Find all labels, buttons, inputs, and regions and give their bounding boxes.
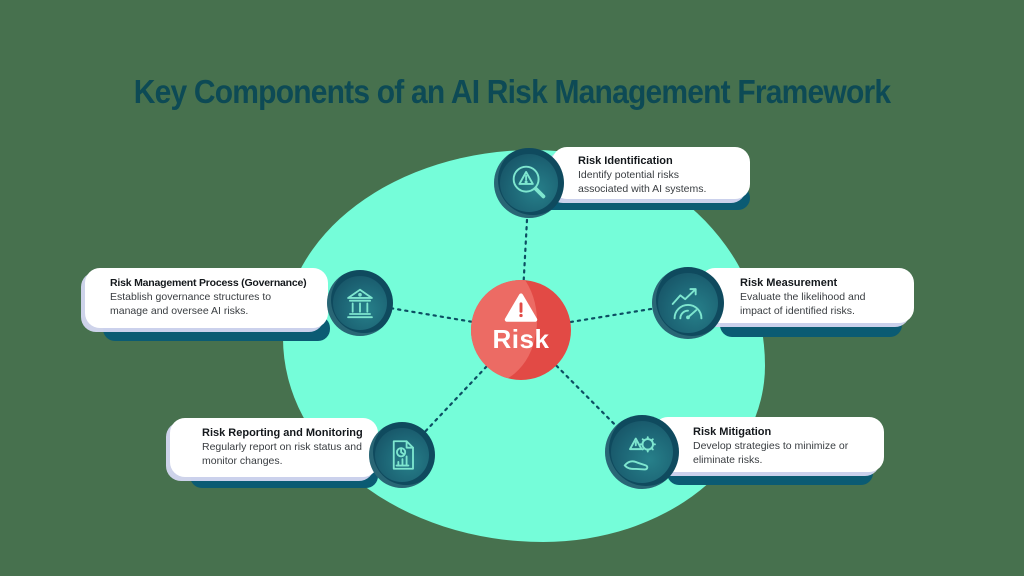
risk-identification-node (494, 148, 564, 218)
card-title: Risk Measurement (740, 277, 838, 289)
central-risk-node: Risk (471, 280, 571, 380)
risk-reporting-node (369, 422, 435, 488)
card-title: Risk Mitigation (693, 426, 772, 438)
gauge-arrow-icon (671, 288, 703, 320)
node-inner-disc (375, 428, 429, 482)
card-risk-identification: Risk Identification Identify potential r… (552, 147, 750, 199)
hand-warning-gear-icon (623, 436, 656, 471)
magnifier-warning-icon (512, 165, 546, 199)
bank-building-icon (347, 288, 373, 319)
node-inner-disc (658, 273, 718, 333)
risk-measurement-node (652, 267, 724, 339)
card-description: Evaluate the likelihood and impact of id… (740, 291, 866, 317)
report-document-icon (392, 440, 414, 470)
warning-triangle-icon (504, 293, 538, 322)
risk-mitigation-node (605, 415, 679, 489)
card-risk-measurement: Risk Measurement Evaluate the likelihood… (700, 268, 914, 323)
card-risk-governance: Risk Management Process (Governance) Est… (85, 268, 328, 328)
card-risk-mitigation: Risk Mitigation Develop strategies to mi… (653, 417, 884, 472)
card-description: Establish governance structures to manag… (110, 291, 272, 317)
node-inner-disc (333, 276, 387, 330)
node-inner-disc (611, 421, 673, 483)
card-description: Regularly report on risk status and moni… (202, 441, 362, 467)
card-title: Risk Management Process (Governance) (110, 277, 307, 289)
card-description: Develop strategies to minimize or elimin… (693, 440, 849, 466)
card-risk-reporting: Risk Reporting and Monitoring Regularly … (170, 418, 378, 477)
risk-governance-node (327, 270, 393, 336)
node-inner-disc (500, 154, 558, 212)
page-title: Key Components of an AI Risk Management … (133, 74, 891, 111)
card-title: Risk Identification (578, 155, 673, 167)
card-description: Identify potential risks associated with… (578, 169, 707, 195)
card-title: Risk Reporting and Monitoring (202, 427, 363, 439)
risk-label: Risk (492, 324, 550, 354)
